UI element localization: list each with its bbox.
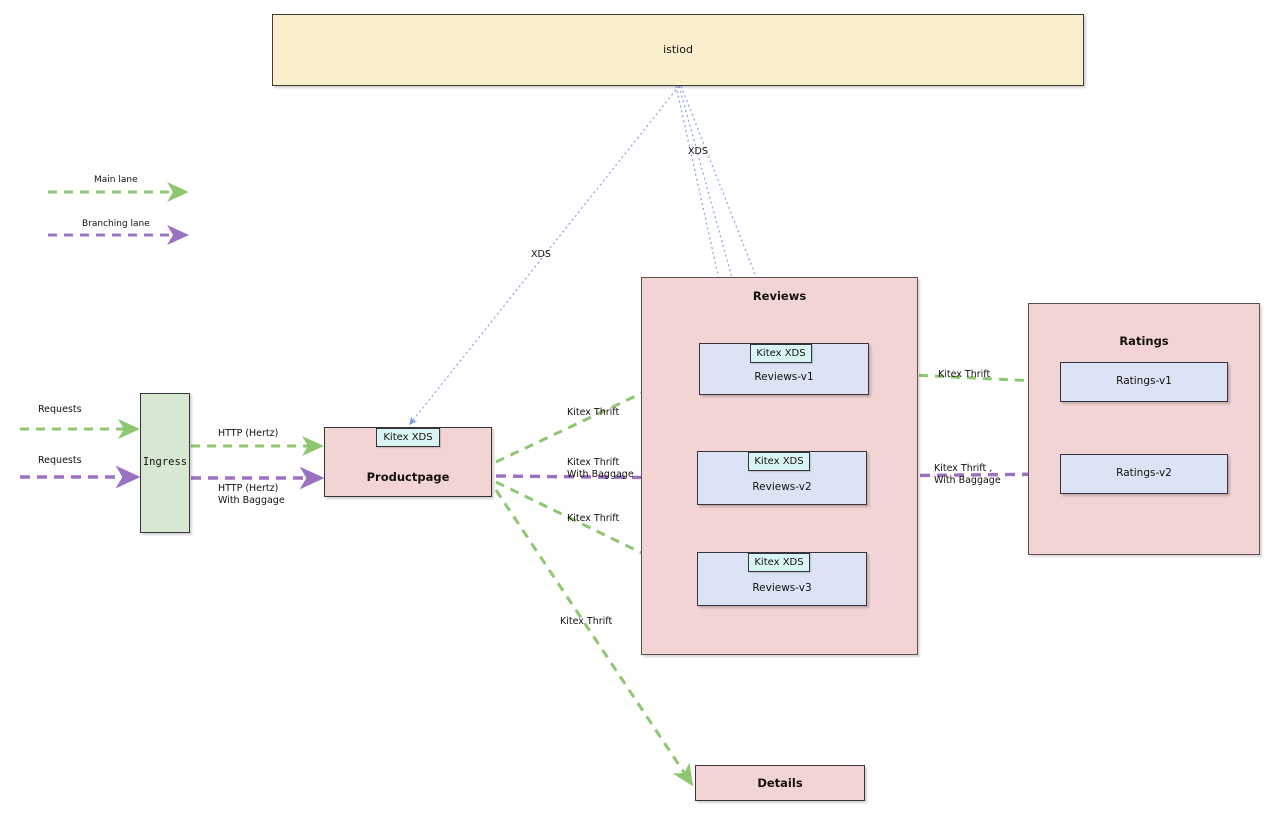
node-ratings-v1[interactable]: Ratings-v1 [1060, 362, 1228, 402]
edge-label-kitex-thrift-reviews-v3: Kitex Thrift [567, 513, 620, 524]
istiod-label: istiod [663, 43, 693, 57]
kitex-xds-badge-productpage[interactable]: Kitex XDS [376, 428, 440, 447]
edge-label-http-hertz: HTTP (Hertz) [218, 428, 279, 439]
kitex-xds-badge-reviews-v3[interactable]: Kitex XDS [748, 553, 810, 572]
reviews-v3-label: Reviews-v3 [752, 581, 812, 594]
edge-label-kitex-thrift-reviews-v1: Kitex Thrift [567, 407, 620, 418]
edge-label-http-hertz-baggage: HTTP (Hertz) With Baggage [218, 483, 285, 507]
legend-branching-lane-label: Branching lane [82, 219, 150, 229]
edge-label-kitex-thrift-baggage-reviews-v2: Kitex Thrift With Baggage [567, 457, 634, 481]
group-ratings[interactable]: Ratings [1028, 303, 1260, 555]
edge-label-kitex-thrift-baggage-ratings-v2: Kitex Thrift , With Baggage [934, 463, 1001, 487]
node-reviews-v2[interactable]: Reviews-v2 [697, 451, 867, 505]
edge-label-requests-branching: Requests [38, 455, 82, 466]
reviews-v1-label: Reviews-v1 [754, 370, 814, 383]
reviews-v2-label: Reviews-v2 [752, 480, 812, 493]
node-details[interactable]: Details [695, 765, 865, 801]
edge-label-kitex-thrift-ratings-v1: Kitex Thrift [938, 369, 991, 380]
ratings-group-title: Ratings [1119, 334, 1169, 348]
kitex-xds-badge-reviews-v2[interactable]: Kitex XDS [748, 452, 810, 471]
edge-label-requests-main: Requests [38, 404, 82, 415]
productpage-label: Productpage [366, 469, 450, 484]
ingress-label: Ingress [142, 456, 188, 469]
edge-label-kitex-thrift-details: Kitex Thrift [560, 616, 613, 627]
ratings-v1-label: Ratings-v1 [1116, 375, 1172, 388]
edge-label-xds-productpage: XDS [531, 249, 551, 260]
node-ratings-v2[interactable]: Ratings-v2 [1060, 454, 1228, 494]
edge-label-xds-reviews: XDS [688, 146, 708, 157]
details-label: Details [757, 775, 803, 790]
node-istiod[interactable]: istiod [272, 14, 1084, 86]
legend-main-lane-label: Main lane [94, 175, 138, 185]
kitex-xds-badge-reviews-v1[interactable]: Kitex XDS [750, 344, 812, 363]
ratings-v2-label: Ratings-v2 [1116, 467, 1172, 480]
node-ingress[interactable]: Ingress [140, 393, 190, 533]
reviews-group-title: Reviews [752, 289, 807, 303]
